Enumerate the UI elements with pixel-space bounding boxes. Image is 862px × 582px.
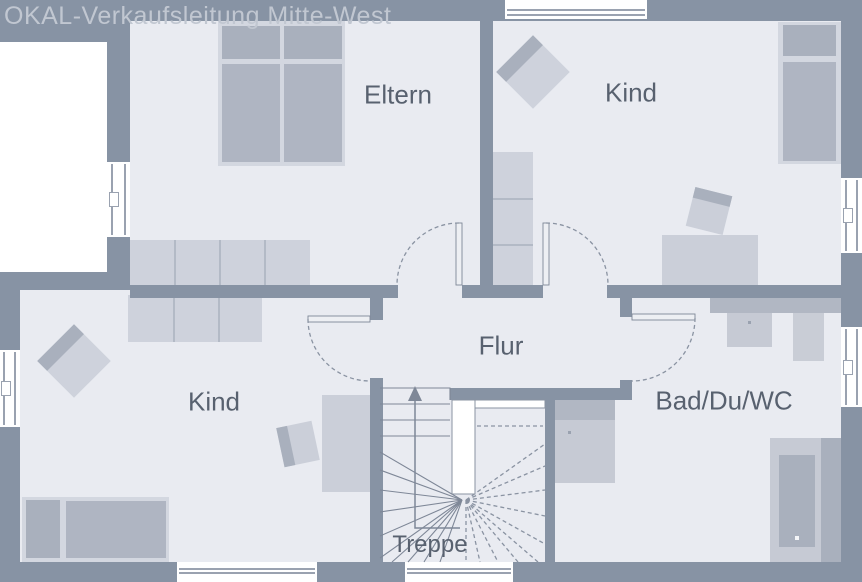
shower-drain [795,536,799,540]
toilet [555,420,615,483]
door-leaf-bad [631,313,696,321]
door-leaf-eltern [455,222,463,286]
door-swing-arc [307,318,371,382]
wardrobe-divider [173,295,175,342]
wall-segment [107,0,130,162]
window-frame-line [856,180,858,251]
room-label-kind-top: Kind [604,77,658,108]
window-frame-line [124,164,126,235]
wall-segment [607,285,841,298]
shower-tray [779,455,815,547]
pillow [26,500,60,558]
desk-kind-bottom [322,395,372,492]
wardrobe-divider [174,240,176,285]
wardrobe-kind-bottom [128,295,262,342]
wardrobe-divider [264,240,266,285]
shower-partition [821,438,841,565]
wall-segment [462,285,543,298]
wardrobe-kind-top [493,152,533,290]
window-frame-line [407,568,511,570]
wall-segment [620,380,632,400]
mattress [783,62,836,161]
window [505,0,647,19]
mattress [66,501,166,558]
door-swing-arc [396,222,460,286]
window-frame-line [14,352,16,425]
window-frame-line [507,14,645,16]
window [841,178,862,253]
window-frame-line [179,572,315,574]
sink-drain [748,321,751,324]
wardrobe-divider [493,198,533,200]
wall-segment [370,378,383,562]
wall-segment [130,285,398,298]
wall-segment [450,388,632,400]
vanity-counter [710,298,841,313]
wall-segment [841,253,862,327]
room-label-eltern: Eltern [364,79,432,110]
window-frame-line [179,568,315,570]
outside-area [0,42,107,272]
room-label-flur: Flur [478,330,524,361]
room-label-bad: Bad/Du/WC [655,385,793,416]
pillow [222,26,280,59]
wall-segment [370,298,383,320]
room-label-treppe: Treppe [392,531,468,558]
desk-kind-top [662,235,758,285]
stair-void [451,399,476,495]
bed-eltern [218,21,345,166]
wall-segment [0,272,130,290]
window [0,350,20,427]
window [177,562,317,582]
stairs [379,386,546,563]
toilet-cistern [555,400,615,420]
window-frame-line [407,572,511,574]
window [405,562,513,582]
toilet-button [568,431,571,434]
bed-kind-bottom [22,497,169,562]
stairs-direction-line [414,400,460,529]
window-sash [843,208,853,223]
door-swing-arc [631,317,696,382]
wall-segment [620,298,632,317]
window-sash [109,192,119,207]
window-sash [843,360,853,375]
sink [727,313,772,347]
window-sash [1,381,11,396]
bed-kind-top [778,22,841,164]
wall-segment [545,400,555,562]
shower [770,438,821,565]
window-frame-line [507,9,645,11]
watermark-text: OKAL-Verkaufsleitung Mitte-West [4,2,392,30]
pillow [783,25,836,56]
wall-segment [480,21,493,285]
door-leaf-kind-bottom [307,315,371,323]
wardrobe-divider [218,295,220,342]
mattress [284,64,342,162]
wardrobe-divider [219,240,221,285]
wall-segment [105,0,862,21]
room-label-kind-bottom: Kind [187,386,241,417]
door-leaf-kind-top [542,222,550,286]
door-swing-arc [545,222,609,286]
window [841,327,862,407]
mattress [222,64,280,162]
wardrobe-divider [493,244,533,246]
window-frame-line [856,329,858,405]
pillow [284,26,342,59]
window [107,162,130,237]
wall-segment [841,407,862,582]
bath-cabinet [793,313,824,361]
wardrobe-eltern [130,240,310,285]
stairs-direction-arrow-icon [408,386,422,401]
watermark-band [0,0,108,42]
wall-segment [841,0,862,178]
